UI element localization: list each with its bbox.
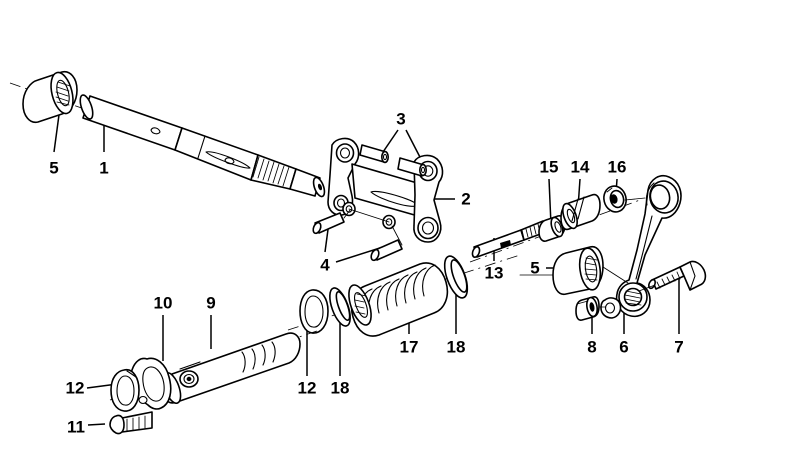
dowel-pin-upper-2 xyxy=(397,157,427,177)
callout-label-18: 18 xyxy=(330,378,350,398)
callout-label-3: 3 xyxy=(396,109,406,129)
adjusting-sleeve xyxy=(560,193,601,231)
callout-leader-15 xyxy=(548,178,552,226)
nut-washer xyxy=(575,296,600,321)
circlip-left xyxy=(110,368,140,412)
lock-nut xyxy=(538,215,566,242)
callout-label-13: 13 xyxy=(484,263,504,283)
part-group-boot xyxy=(287,254,521,337)
ball-socket xyxy=(603,185,627,213)
needle-bearing-right xyxy=(552,245,604,296)
callout-label-18: 18 xyxy=(446,337,466,357)
callout-label-14: 14 xyxy=(570,157,590,177)
callout-label-12: 12 xyxy=(65,378,85,398)
flange-screw xyxy=(109,411,153,435)
callout-label-6: 6 xyxy=(619,337,629,357)
threaded-rod xyxy=(471,220,547,258)
needle-bearing-left xyxy=(22,70,78,124)
callout-label-7: 7 xyxy=(674,337,684,357)
dowel-pin-lower-2 xyxy=(370,239,403,262)
part-group-lever xyxy=(519,174,707,321)
callout-label-10: 10 xyxy=(153,293,173,313)
callout-label-4: 4 xyxy=(320,255,330,275)
part-group-shaft xyxy=(9,70,331,198)
callout-label-5: 5 xyxy=(530,258,540,278)
callout-label-16: 16 xyxy=(607,157,627,177)
callout-label-5: 5 xyxy=(49,158,59,178)
callout-label-8: 8 xyxy=(587,337,597,357)
mounting-plate xyxy=(129,357,172,410)
shift-lever xyxy=(600,174,682,319)
callout-label-2: 2 xyxy=(461,189,471,209)
callout-label-11: 11 xyxy=(67,417,85,437)
hex-bolt xyxy=(648,260,707,291)
clamping-ring-right xyxy=(443,255,469,299)
dowel-pin-upper-1 xyxy=(359,144,389,164)
callout-label-9: 9 xyxy=(206,293,216,313)
callout-label-12: 12 xyxy=(297,378,317,398)
rubber-boot xyxy=(348,262,449,337)
part-group-sleeve xyxy=(109,329,321,435)
selector-shaft xyxy=(79,94,326,198)
shift-sleeve xyxy=(162,332,301,405)
part-group-linkage xyxy=(469,185,641,263)
callout-label-15: 15 xyxy=(539,157,559,177)
part-group-bracket xyxy=(312,137,444,262)
clamping-ring-left xyxy=(329,287,351,327)
circlip-centre xyxy=(299,289,329,334)
callout-label-1: 1 xyxy=(99,158,109,178)
callout-leader-11 xyxy=(87,423,106,426)
dowel-pin-lower-1 xyxy=(312,212,345,235)
callout-label-17: 17 xyxy=(399,337,419,357)
